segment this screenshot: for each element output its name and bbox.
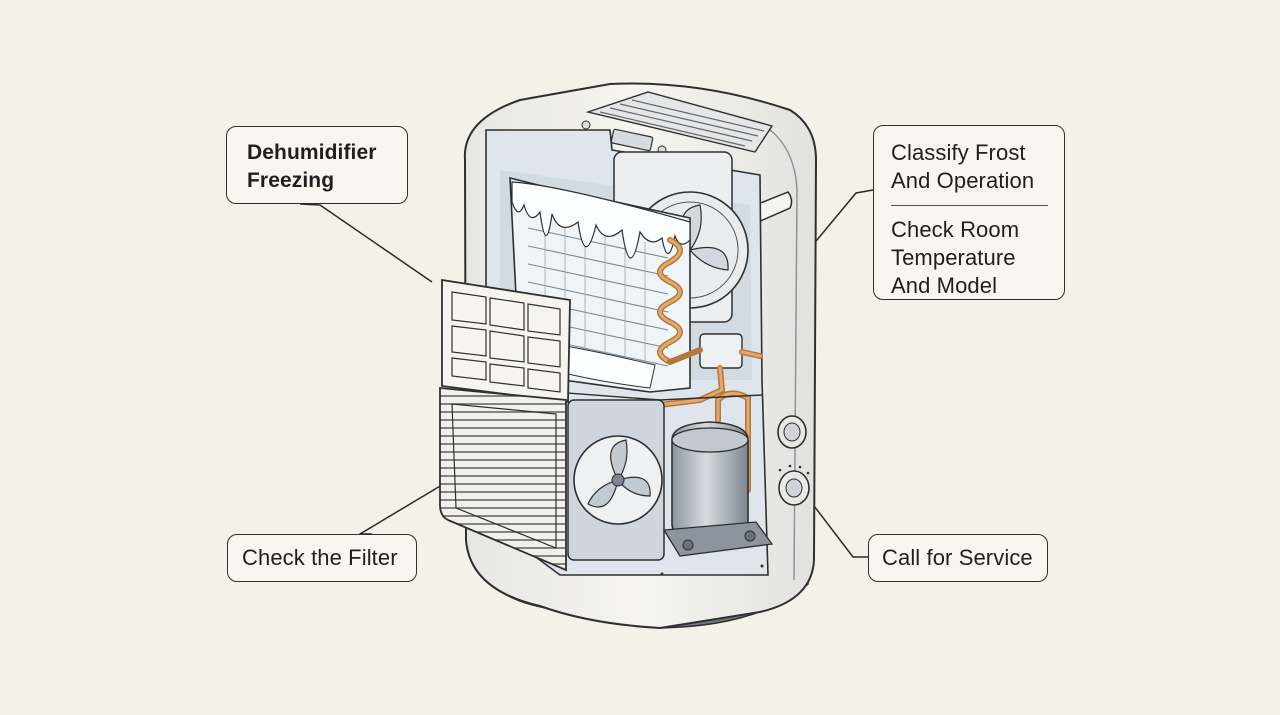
filter-label: Check the Filter (242, 545, 398, 570)
title-line-2: Freezing (247, 169, 335, 192)
callout-check-filter: Check the Filter (227, 534, 417, 582)
leader-service (807, 497, 868, 558)
display-panel (610, 128, 654, 152)
callout-call-service: Call for Service (868, 534, 1048, 582)
callout-classify-and-check: Classify Frost And Operation Check Room … (873, 125, 1065, 300)
callout-title: Dehumidifier Freezing (226, 126, 408, 204)
title-line-1: Dehumidifier (247, 141, 377, 164)
air-filter-icon (439, 278, 571, 572)
callout-divider (891, 205, 1048, 206)
check-room-line-3: And Model (891, 273, 998, 298)
fan-icon (567, 399, 665, 561)
check-room-line-2: Temperature (891, 245, 1016, 270)
compressor-icon (662, 421, 774, 557)
classify-line-1: Classify Frost (891, 140, 1026, 165)
control-knob-icon (777, 415, 810, 506)
check-room-line-1: Check Room (891, 217, 1020, 242)
leader-title (299, 203, 433, 283)
service-label: Call for Service (882, 545, 1033, 570)
dehumidifier-cutaway-illustration (439, 82, 818, 630)
classify-line-2: And Operation (891, 168, 1035, 193)
